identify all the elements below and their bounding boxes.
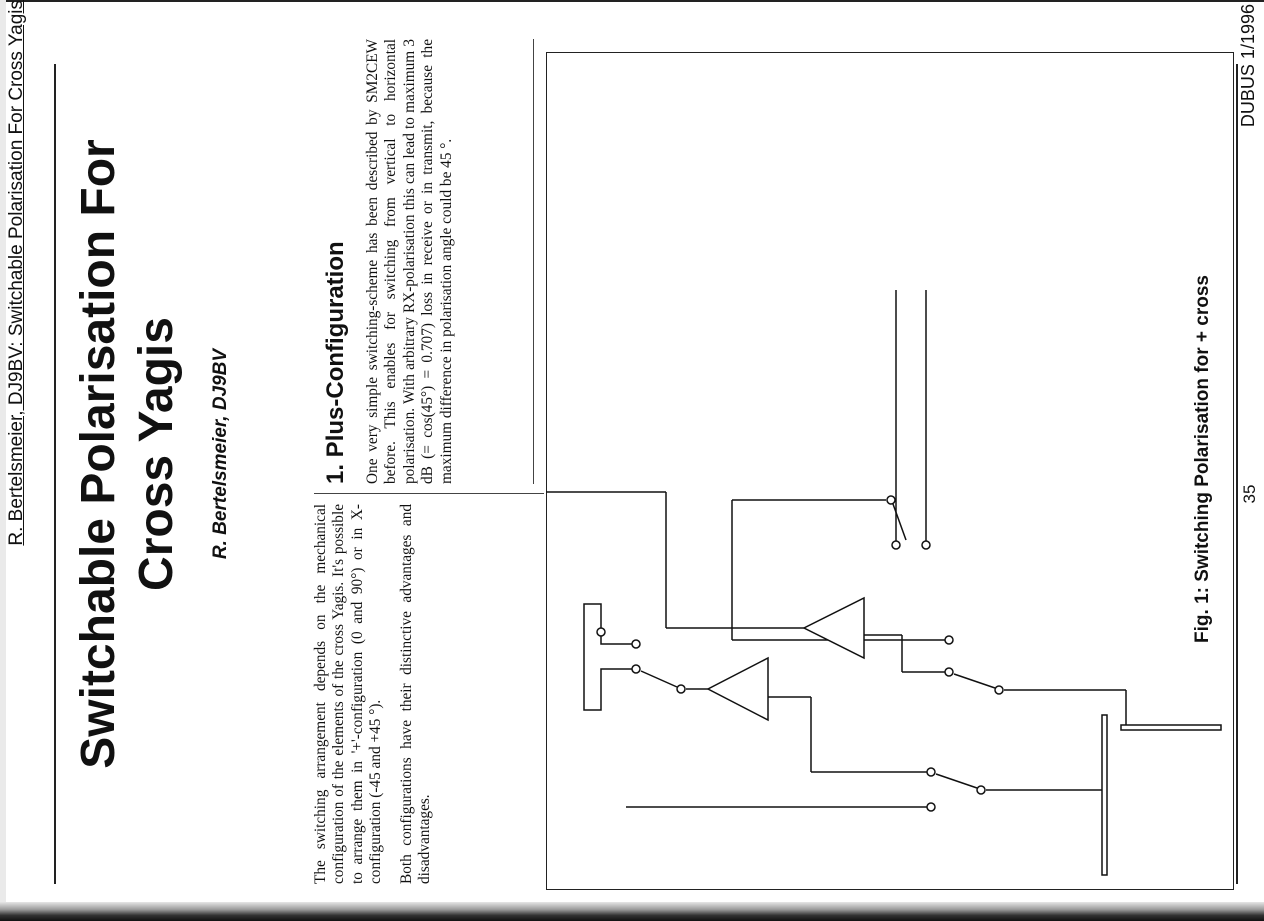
relay3-contact-r1p xyxy=(631,639,641,649)
relay1-common xyxy=(976,785,986,795)
page-number: 35 xyxy=(1240,484,1259,504)
running-head: R. Bertelsmeier, DJ9BV: Switchable Polar… xyxy=(6,0,27,546)
article-author: R. Bertelsmeier, DJ9BV xyxy=(210,348,231,560)
line-l5-stub xyxy=(583,603,632,711)
intro-paragraph-1: The switching arrangement depends on the… xyxy=(312,504,385,884)
relay3-contact-r1 xyxy=(631,664,641,674)
switching-diagram xyxy=(546,290,1222,876)
antenna-h-element xyxy=(1120,724,1222,731)
antenna-v-element xyxy=(1101,714,1108,876)
relay2-common xyxy=(994,685,1004,695)
column-divider xyxy=(314,493,544,494)
relay1-arm xyxy=(935,773,978,789)
relay3-common xyxy=(676,684,686,694)
relay4-contact xyxy=(596,627,606,637)
header-rule xyxy=(54,64,56,884)
intro-paragraph-2: Both configurations have their distincti… xyxy=(398,504,434,884)
txrelay-common xyxy=(886,495,896,505)
figure-caption: Fig. 1: Switching Polarisation for + cro… xyxy=(1192,275,1213,643)
section-body: One very simple switching-scheme has bee… xyxy=(364,39,455,484)
section-heading: 1. Plus-Configuration xyxy=(322,241,349,484)
txrelay-contact-h xyxy=(921,540,931,550)
relay1-contact-t xyxy=(926,802,936,812)
journal-name: DUBUS 1/1996 xyxy=(1238,4,1258,128)
article-title: Switchable Polarisation For Cross Yagis xyxy=(72,139,183,769)
preamp-p2 xyxy=(802,596,865,660)
relay2-contact-t xyxy=(944,635,954,645)
scan-edge-top xyxy=(0,0,1264,2)
relay2-arm xyxy=(953,673,996,689)
preamp-p1 xyxy=(706,656,769,722)
relay2-contact-tr xyxy=(944,667,954,677)
relay1-contact-tr xyxy=(926,767,936,777)
relay3-arm xyxy=(640,670,678,688)
txrelay-contact-v xyxy=(891,540,901,550)
scan-edge-bottom xyxy=(0,902,1264,921)
scan-edge-left xyxy=(0,0,6,902)
txrelay-arm xyxy=(892,503,907,541)
section-rule xyxy=(533,39,534,484)
